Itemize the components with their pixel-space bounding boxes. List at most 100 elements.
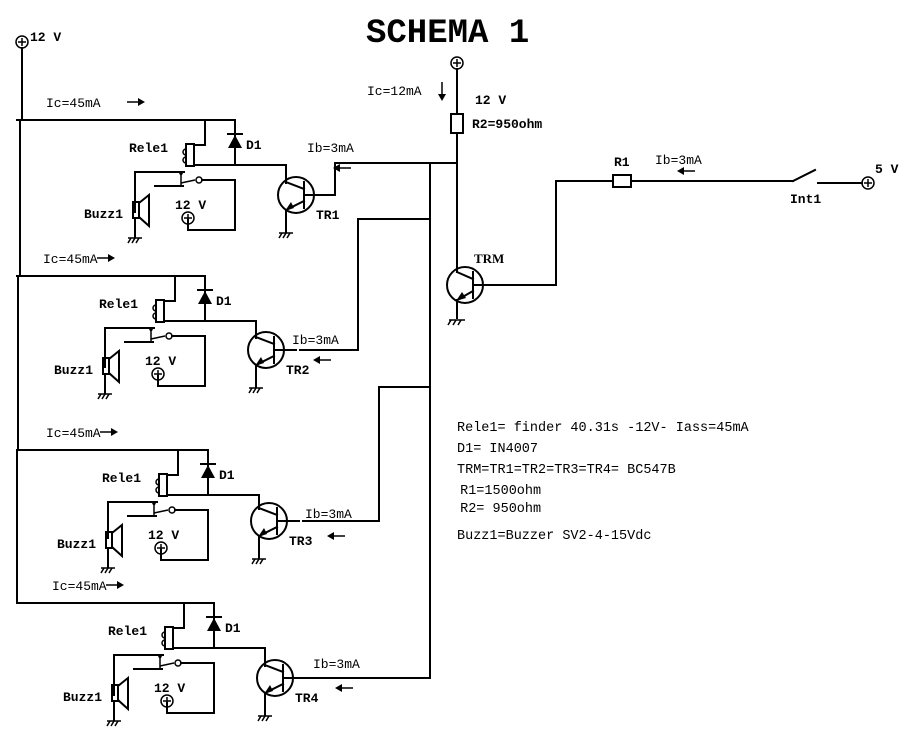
ground-icon (257, 715, 272, 722)
diode-label: D1 (225, 621, 241, 636)
left-rail-wire (16, 47, 23, 604)
arrow-right-icon (127, 98, 145, 106)
base-current-label: Ib=3mA (307, 141, 354, 156)
supply-plus-icon (151, 367, 165, 381)
supply-plus-icon (154, 541, 168, 555)
note-line: R1=1500ohm (452, 484, 541, 499)
arrow-left-icon (333, 164, 351, 172)
transistor-label: TR1 (316, 208, 340, 223)
ground-icon (278, 232, 293, 239)
bus-tr3 (302, 386, 431, 522)
buzzer-label: Buzz1 (57, 537, 96, 552)
switch-int1[interactable] (791, 168, 817, 183)
note-line: TRM=TR1=TR2=TR3=TR4= BC547B (457, 463, 676, 478)
relay-coil (152, 299, 165, 323)
diode-label: D1 (246, 138, 262, 153)
arrow-left-icon (677, 167, 695, 175)
arrow-right-icon (97, 254, 115, 262)
relay-label: Rele1 (129, 141, 168, 156)
diode (197, 275, 213, 322)
relay-contact (113, 654, 215, 714)
buzzer-label: Buzz1 (63, 690, 102, 705)
buzzer (105, 522, 123, 568)
transistor (277, 176, 316, 233)
transistor-label: TR3 (289, 534, 313, 549)
trm-base-wire (482, 180, 614, 286)
transistor (256, 659, 295, 716)
main-supply-label: 12 V (30, 30, 61, 45)
transistor (247, 331, 286, 388)
ground-icon (447, 319, 465, 326)
arrow-right-icon (100, 428, 118, 436)
relay-contact (104, 327, 206, 387)
ground-icon (100, 567, 115, 574)
local-supply-label: 12 V (145, 354, 176, 369)
buzzer (111, 675, 129, 721)
relay-contact (107, 501, 209, 561)
collector-current-label: Ic=45mA (46, 426, 101, 441)
local-supply-label: 12 V (148, 528, 179, 543)
relay-label: Rele1 (102, 471, 141, 486)
transistor-label: TR2 (286, 363, 310, 378)
base-current-label: Ib=3mA (292, 333, 339, 348)
r1-base-current: Ib=3mA (655, 153, 702, 168)
diagram-title: SCHEMA 1 (366, 15, 529, 53)
relay-label: Rele1 (108, 624, 147, 639)
relay-contact (134, 171, 236, 231)
diode (227, 119, 243, 166)
r1-resistor (612, 174, 632, 188)
diode-label: D1 (216, 294, 232, 309)
trm-collector-current: Ic=12mA (367, 84, 422, 99)
ground-icon (248, 387, 263, 394)
relay-coil (161, 626, 174, 650)
arrow-left-icon (335, 684, 353, 692)
buzzer (102, 348, 120, 394)
base-current-label: Ib=3mA (313, 657, 360, 672)
note-line: R2= 950ohm (452, 502, 541, 517)
ground-icon (106, 720, 121, 727)
r1-label: R1 (614, 155, 630, 170)
r2-resistor (450, 113, 464, 134)
relay-label: Rele1 (99, 297, 138, 312)
input-supply-label: 5 V (875, 162, 899, 177)
supply-5v (861, 176, 875, 190)
trm-supply-label: 12 V (475, 93, 506, 108)
relay-coil (182, 143, 195, 167)
trm-label: TRM (474, 251, 504, 266)
local-supply-label: 12 V (154, 681, 185, 696)
collector-current-label: Ic=45mA (46, 96, 101, 111)
bus-wire (429, 162, 458, 679)
ground-icon (127, 237, 142, 244)
component-notes: Rele1= finder 40.31s -12V- Iass=45mA D1=… (452, 421, 750, 544)
collector-current-label: Ic=45mA (43, 252, 98, 267)
note-line: Buzz1=Buzzer SV2-4-15Vdc (457, 529, 651, 544)
relay-coil (155, 473, 168, 497)
local-supply-label: 12 V (175, 198, 206, 213)
transistor-label: TR4 (295, 691, 319, 706)
buzzer-label: Buzz1 (84, 207, 123, 222)
note-line: Rele1= finder 40.31s -12V- Iass=45mA (457, 421, 750, 436)
main-supply: 12 V (15, 30, 61, 49)
bus-tr2 (299, 218, 431, 351)
ground-icon (97, 393, 112, 400)
buzzer (132, 192, 150, 238)
diode (206, 602, 222, 649)
arrow-right-icon (106, 581, 124, 589)
arrow-left-icon (313, 356, 331, 364)
base-current-label: Ib=3mA (305, 507, 352, 522)
arrow-down-icon (438, 82, 446, 101)
buzzer-label: Buzz1 (54, 363, 93, 378)
collector-current-label: Ic=45mA (52, 579, 107, 594)
transistor (250, 502, 289, 559)
switch-label: Int1 (790, 192, 821, 207)
supply-plus-icon (181, 211, 195, 225)
note-line: D1= IN4007 (457, 442, 538, 457)
r2-label: R2=950ohm (472, 117, 542, 132)
ground-icon (251, 558, 266, 565)
diode-label: D1 (219, 468, 235, 483)
